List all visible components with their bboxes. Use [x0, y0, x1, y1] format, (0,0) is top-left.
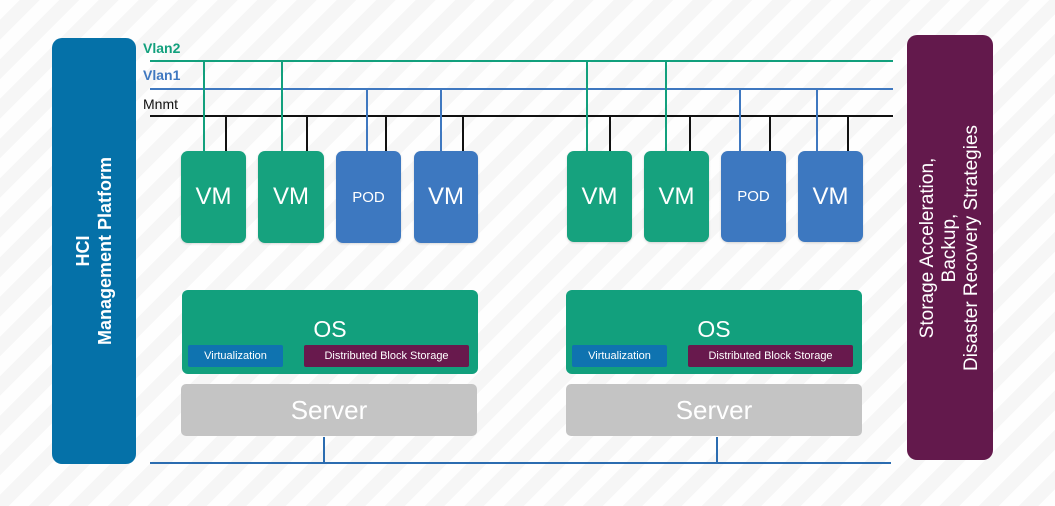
storage-strategies-panel: Storage Acceleration, Backup, Disaster R…	[907, 35, 993, 460]
vm-box[interactable]: VM	[258, 151, 324, 243]
vm-box[interactable]: VM	[644, 151, 709, 242]
hci-management-panel: HCI Management Platform	[52, 38, 136, 464]
vm-box[interactable]: VM	[181, 151, 246, 243]
pod-box[interactable]: POD	[336, 151, 401, 243]
os-layer: OS Virtualization Distributed Block Stor…	[182, 290, 478, 374]
vlan1-label: Vlan1	[143, 67, 181, 83]
distributed-block-storage-chip[interactable]: Distributed Block Storage	[304, 345, 469, 367]
os-title: OS	[697, 316, 731, 342]
server-box[interactable]: Server	[566, 384, 862, 436]
pod-box[interactable]: POD	[721, 151, 786, 242]
vm-box[interactable]: VM	[414, 151, 478, 243]
vlan2-label: Vlan2	[143, 40, 181, 56]
distributed-block-storage-chip[interactable]: Distributed Block Storage	[688, 345, 853, 367]
server-box[interactable]: Server	[181, 384, 477, 436]
virtualization-chip[interactable]: Virtualization	[572, 345, 667, 367]
virtualization-chip[interactable]: Virtualization	[188, 345, 283, 367]
vm-box[interactable]: VM	[798, 151, 863, 242]
mnmt-label: Mnmt	[143, 96, 178, 112]
vm-box[interactable]: VM	[567, 151, 632, 242]
os-title: OS	[313, 316, 347, 342]
os-layer: OS Virtualization Distributed Block Stor…	[566, 290, 862, 374]
